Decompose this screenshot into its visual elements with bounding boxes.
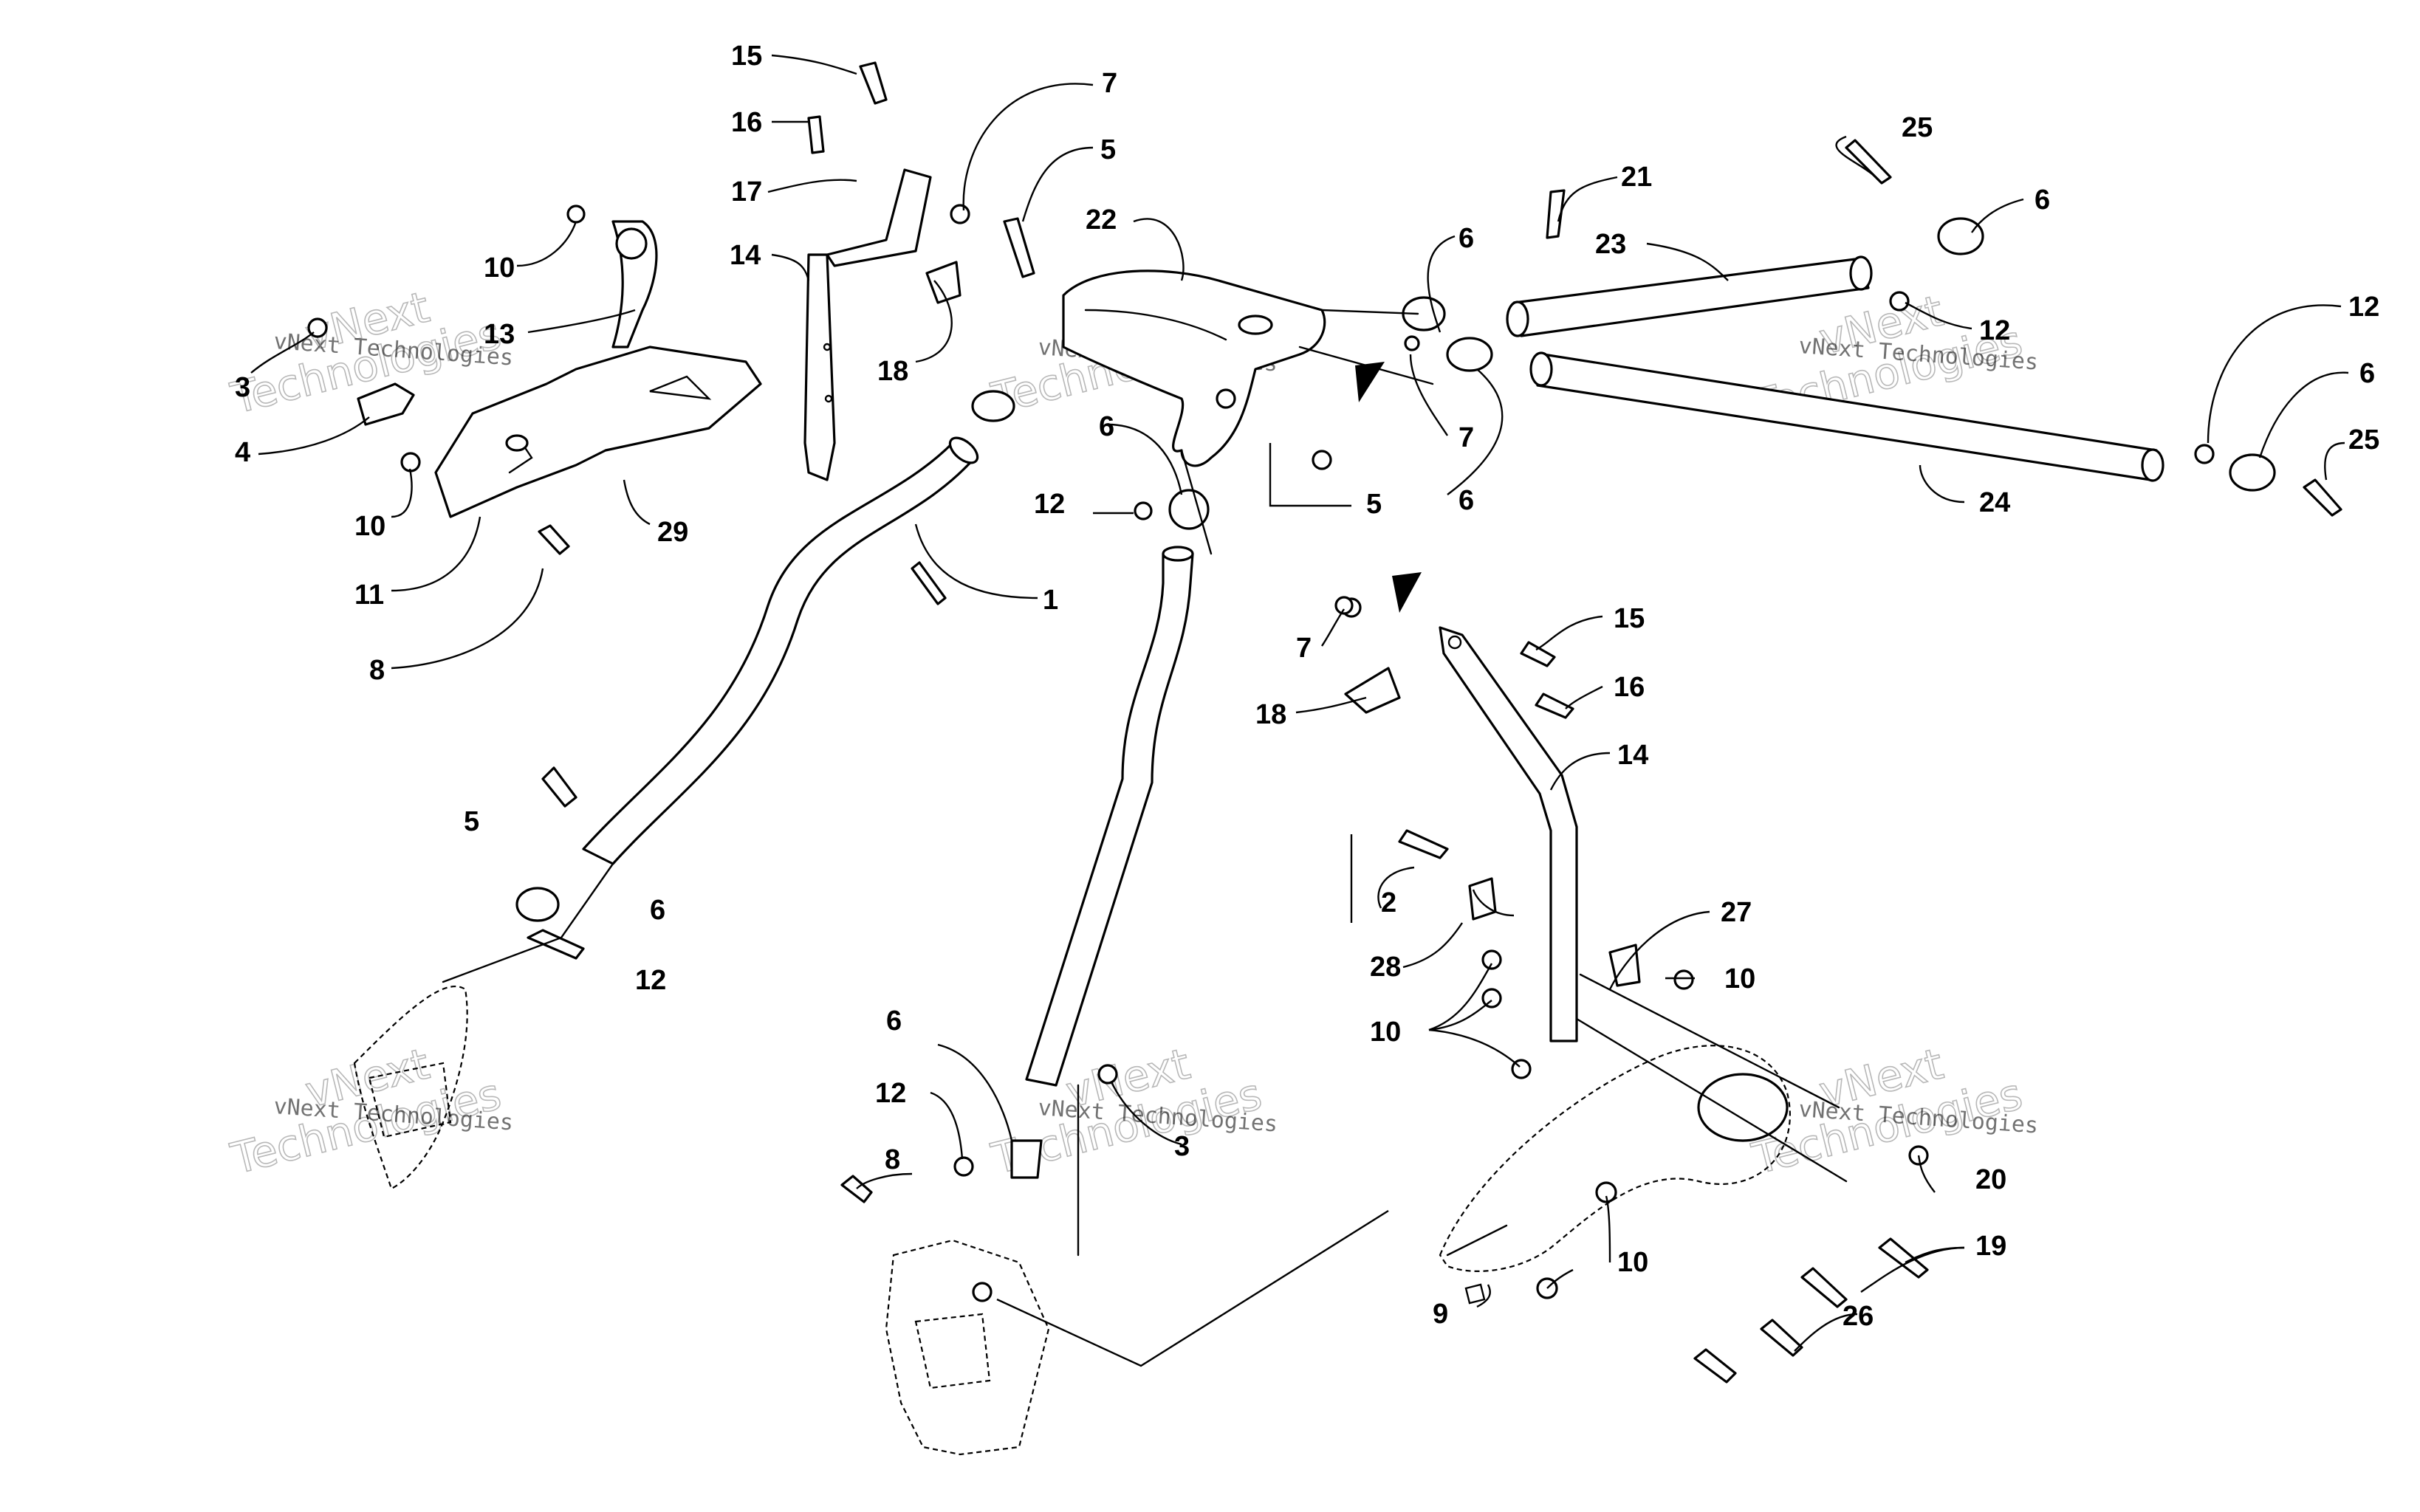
callout-7: 7 (1296, 633, 1312, 664)
callout-6: 6 (650, 895, 665, 926)
center-lower-mount (885, 1239, 1050, 1456)
watermark-bottom-left: vNext Technologies vNext Technologies (225, 1038, 514, 1185)
callout-labels: 15 16 17 7 14 18 5 22 10 13 3 4 10 29 11… (235, 41, 2379, 1332)
callout-5: 5 (1366, 489, 1382, 520)
callout-24: 24 (1979, 487, 2010, 518)
clamp-set-upper (515, 217, 2276, 1179)
callout-10: 10 (1370, 1017, 1401, 1048)
callout-10: 10 (1724, 963, 1755, 994)
callout-8: 8 (885, 1144, 900, 1175)
callout-17: 17 (731, 176, 762, 207)
steering-head-bracket (1062, 269, 1326, 467)
callout-6: 6 (1458, 485, 1474, 516)
callout-12: 12 (875, 1078, 906, 1109)
callout-18: 18 (877, 356, 908, 387)
callout-6: 6 (886, 1006, 902, 1037)
callout-12: 12 (2348, 292, 2379, 323)
upper-left-bracket (803, 168, 932, 481)
callout-10: 10 (354, 511, 385, 542)
center-tube (1025, 546, 1194, 1087)
lower-right-arm (1439, 1045, 1791, 1272)
callout-27: 27 (1721, 897, 1752, 928)
callout-12: 12 (1034, 489, 1065, 520)
callout-6: 6 (2035, 185, 2050, 216)
callout-16: 16 (1614, 672, 1645, 703)
alignment-arrows (1355, 362, 1422, 613)
callout-7: 7 (1458, 422, 1474, 453)
callout-11: 11 (354, 580, 384, 611)
callout-12: 12 (1979, 315, 2010, 346)
leader-lines (250, 54, 2349, 1367)
callout-15: 15 (1614, 603, 1645, 634)
callout-23: 23 (1595, 229, 1626, 260)
callout-4: 4 (235, 437, 250, 468)
callout-25: 25 (1902, 112, 1933, 143)
tube-lower-right (1529, 351, 2164, 482)
callout-29: 29 (657, 517, 688, 548)
fasteners (307, 61, 2342, 1384)
alignment-lines (442, 309, 1848, 1257)
callout-16: 16 (731, 107, 762, 138)
tube-upper-right (1506, 255, 1873, 337)
callout-12: 12 (635, 965, 666, 996)
callout-2: 2 (1381, 887, 1396, 918)
main-tube (582, 436, 979, 865)
callout-19: 19 (1975, 1231, 2006, 1262)
callout-6: 6 (1099, 411, 1114, 442)
callout-5: 5 (1100, 134, 1116, 165)
callout-10: 10 (484, 252, 515, 284)
callout-8: 8 (369, 655, 385, 686)
callout-3: 3 (1174, 1131, 1190, 1162)
lower-right-bracket (1439, 626, 1578, 1042)
callout-6: 6 (1458, 223, 1474, 254)
left-frame-bracket (434, 220, 762, 518)
callout-6: 6 (2359, 358, 2375, 389)
callout-18: 18 (1255, 699, 1286, 730)
callout-26: 26 (1843, 1301, 1874, 1332)
callout-15: 15 (731, 41, 762, 72)
callout-25: 25 (2348, 425, 2379, 456)
callout-21: 21 (1621, 162, 1652, 193)
callout-9: 9 (1433, 1299, 1448, 1330)
callout-3: 3 (235, 372, 250, 403)
callout-10: 10 (1617, 1247, 1648, 1278)
callout-14: 14 (1617, 740, 1648, 771)
callout-7: 7 (1102, 68, 1117, 99)
callout-22: 22 (1086, 205, 1117, 236)
watermark-bottom-right: vNext Technologies vNext Technologies (1747, 1038, 2039, 1185)
callout-28: 28 (1370, 952, 1401, 983)
callout-14: 14 (730, 240, 761, 271)
callout-1: 1 (1043, 585, 1058, 616)
callout-13: 13 (484, 319, 515, 350)
callout-5: 5 (464, 806, 479, 837)
left-lower-mount (353, 985, 468, 1190)
callout-20: 20 (1975, 1164, 2006, 1195)
